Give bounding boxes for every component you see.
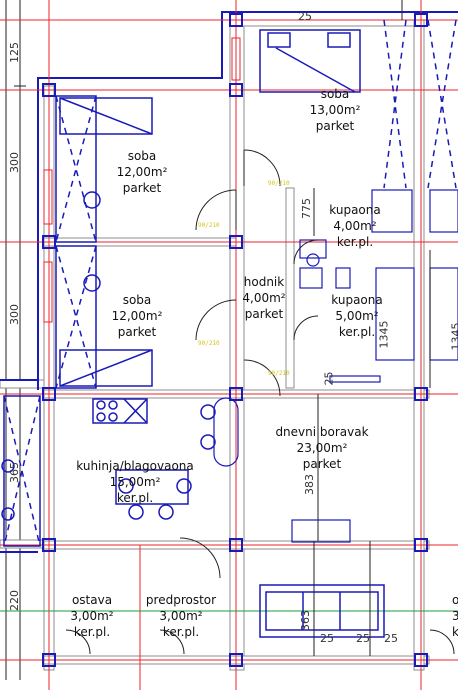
dim-363: 363 (299, 610, 312, 631)
bathroom-fixtures (299, 189, 458, 361)
dim-1345b: 1345 (449, 322, 458, 351)
exterior-wall-outline (0, 11, 458, 553)
dim-25c: 25 (356, 632, 370, 645)
dim-left-300a: 300 (8, 152, 21, 173)
dim-left-300b: 300 (8, 304, 21, 325)
left-dimension-strip (5, 0, 26, 680)
door-tag: 90/210 (268, 180, 290, 187)
dim-left-365: 365 (8, 462, 21, 483)
dim-left-125: 125 (8, 42, 21, 63)
columns (42, 13, 428, 667)
sofa (259, 584, 385, 638)
internal-dimension-lines (313, 0, 431, 656)
furniture-chairs (1, 191, 216, 521)
dim-775: 775 (300, 198, 313, 219)
wardrobes (3, 19, 457, 547)
doors (65, 149, 455, 655)
dim-25-top: 25 (298, 10, 312, 23)
tables (291, 375, 381, 543)
dim-left-220: 220 (8, 590, 21, 611)
windows (43, 37, 241, 323)
dim-25a: 25 (322, 371, 336, 386)
dim-25d: 25 (384, 632, 398, 645)
column-pillar (213, 397, 239, 467)
beds (59, 29, 361, 387)
room-label-partial-edge: os3,ke (452, 593, 458, 639)
dim-25b: 25 (320, 632, 334, 645)
door-tag: 90/210 (198, 222, 220, 229)
kitchen-counter (92, 398, 148, 424)
door-tag: 90/210 (268, 370, 290, 377)
door-tag: 90/210 (198, 340, 220, 347)
dim-383: 383 (303, 474, 316, 495)
